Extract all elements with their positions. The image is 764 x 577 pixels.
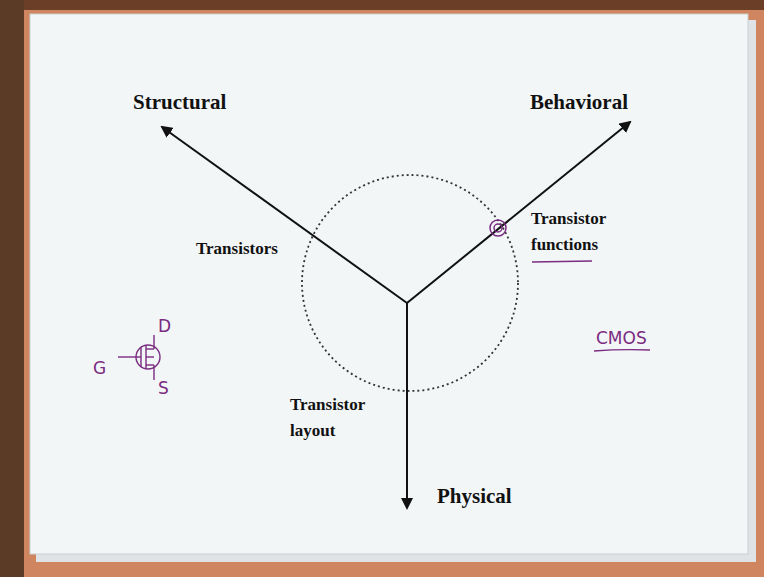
dotted-circle <box>302 175 518 391</box>
physical-axis <box>406 303 408 508</box>
axis-label: Behavioral <box>530 90 628 115</box>
pin-name: S <box>158 378 169 398</box>
hand-note: CMOS <box>596 328 647 348</box>
structural-axis <box>162 127 407 303</box>
pin-name: D <box>158 316 171 336</box>
axis-label: Physical <box>437 484 512 509</box>
hand-mark <box>494 224 502 232</box>
pin-name: G <box>93 358 106 378</box>
level-label: Transistors <box>194 236 280 262</box>
mosfet-symbol <box>118 335 160 380</box>
level-label: Transistor functions <box>529 206 633 259</box>
top-frame <box>0 0 764 10</box>
paper <box>30 14 748 554</box>
hand-mark <box>490 220 506 236</box>
level-label: Transistor layout <box>288 392 392 445</box>
axis-label: Structural <box>133 90 226 115</box>
left-frame <box>0 0 24 577</box>
